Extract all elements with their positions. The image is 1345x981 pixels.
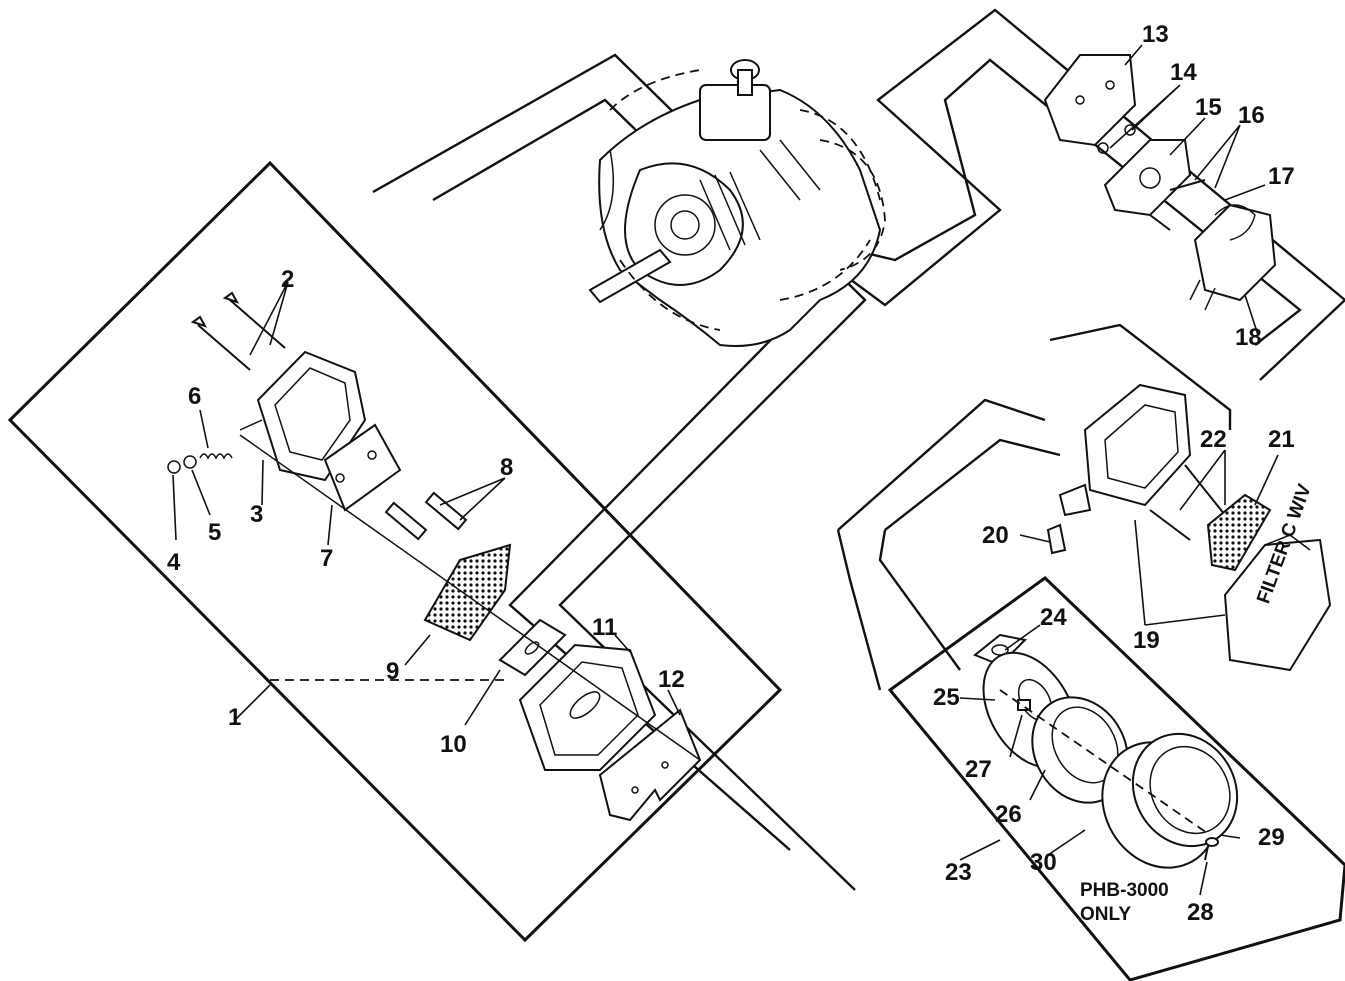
engine-illustration (588, 59, 886, 347)
callout-10: 10 (440, 731, 467, 758)
callout-16: 16 (1238, 102, 1265, 129)
callout-11: 11 (592, 614, 617, 641)
part-17-18-carburetor (1189, 203, 1277, 311)
part-30-filter-cup (1101, 732, 1239, 869)
part-4-5-6-spring-set (167, 453, 233, 474)
part-28-screw (1204, 837, 1219, 861)
part-12-deflector (598, 708, 702, 822)
part-21-filter-element (1206, 493, 1272, 572)
note-model-line1: PHB-3000 (1080, 880, 1169, 901)
callout-7: 7 (320, 545, 333, 572)
callout-28: 28 (1187, 899, 1214, 926)
callout-15: 15 (1195, 94, 1222, 121)
callout-26: 26 (995, 801, 1022, 828)
callout-27: 27 (965, 756, 992, 783)
air-cleaner-axis (999, 689, 1211, 836)
callout-8: 8 (500, 454, 513, 481)
part-11-muffler-cover (518, 643, 657, 771)
callout-20: 20 (982, 522, 1009, 549)
muffler-kit-frame (7, 160, 783, 943)
air-cleaner-kit-frame (887, 576, 1345, 981)
callout-13: 13 (1142, 21, 1169, 48)
callout-29: 29 (1258, 824, 1285, 851)
carburetor-channel (769, 8, 1345, 381)
part-8-spacers (384, 491, 468, 541)
part-13-gasket (1043, 54, 1137, 147)
callout-24: 24 (1040, 604, 1067, 631)
part-19-air-cleaner-body (1058, 383, 1192, 517)
part-3-muffler-shell (239, 350, 367, 482)
callout-2: 2 (281, 266, 294, 293)
part-27-nut (1017, 699, 1031, 711)
callout-12: 12 (658, 666, 685, 693)
callout-19: 19 (1133, 627, 1160, 654)
callout-17: 17 (1268, 163, 1295, 190)
part-20-clip (1046, 523, 1067, 555)
note-model-line2: ONLY (1080, 904, 1131, 925)
callout-1: 1 (228, 704, 241, 731)
muffler-axis (239, 434, 701, 761)
callout-21: 21 (1268, 426, 1295, 453)
part-22-screws (1149, 464, 1226, 541)
part-14-washers (1097, 124, 1136, 154)
callout-9: 9 (386, 658, 399, 685)
callout-30: 30 (1030, 849, 1057, 876)
leader-lines (172, 44, 1279, 896)
callout-23: 23 (945, 859, 972, 886)
callout-5: 5 (208, 519, 221, 546)
part-7-gasket (323, 423, 402, 512)
intake-channel (836, 323, 1232, 691)
callout-3: 3 (250, 501, 263, 528)
callout-14: 14 (1170, 59, 1197, 86)
part-2-bolts (190, 291, 286, 371)
callout-25: 25 (933, 684, 960, 711)
part-16-screws (1149, 179, 1206, 231)
part-9-spark-screen (423, 543, 512, 642)
callout-18: 18 (1235, 324, 1262, 351)
callout-6: 6 (188, 383, 201, 410)
callout-4: 4 (167, 549, 181, 576)
part-10-gasket (498, 618, 567, 677)
part-15-adapter (1103, 139, 1192, 217)
callout-22: 22 (1200, 426, 1227, 453)
